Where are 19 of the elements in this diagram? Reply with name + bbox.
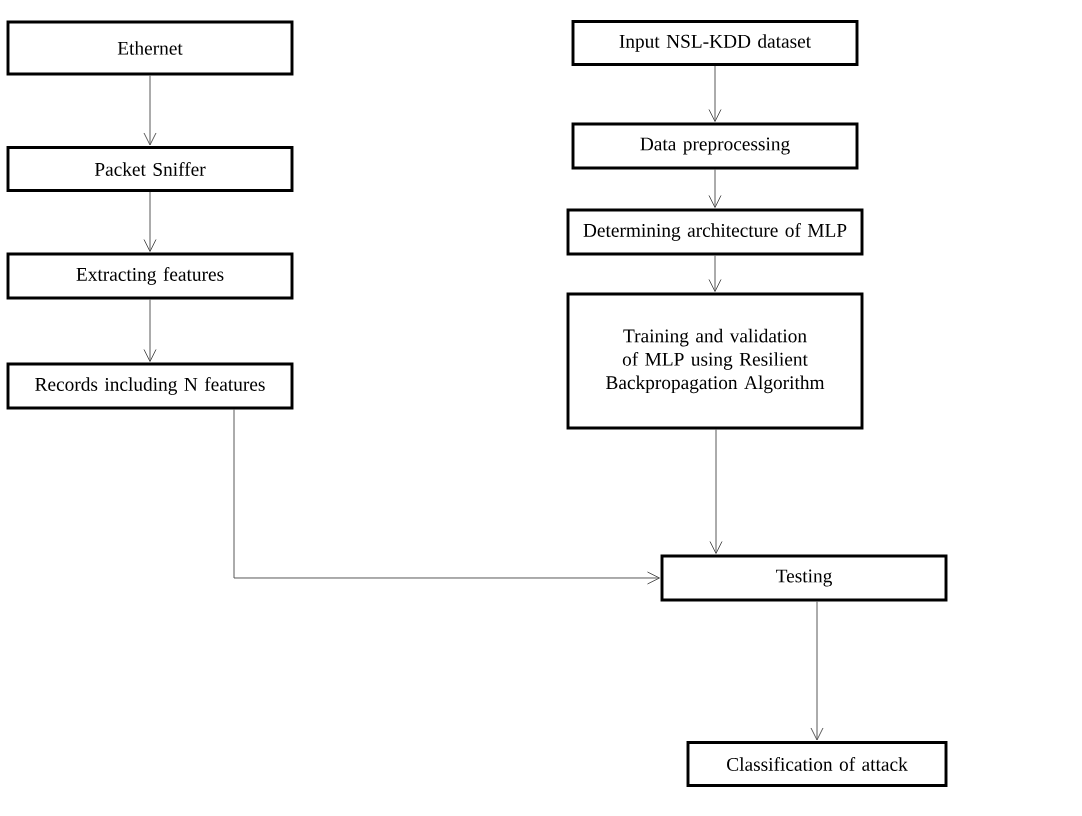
- process-box: Determining architecture of MLP: [566, 208, 864, 256]
- arrow: [708, 65, 722, 122]
- arrow: [143, 75, 157, 146]
- arrow: [143, 299, 157, 362]
- process-box: Testing: [660, 554, 948, 602]
- process-box: Records including N features: [6, 362, 294, 410]
- arrow: [810, 601, 824, 741]
- arrow: [143, 191, 157, 252]
- arrow: [708, 255, 722, 292]
- process-box: Training and validation of MLP using Resilient Backpropagation Algorithm: [566, 292, 864, 430]
- process-box: Classification of attack: [686, 741, 948, 787]
- arrow: [709, 429, 723, 554]
- process-box: Extracting features: [6, 252, 294, 300]
- arrow: [708, 169, 722, 208]
- process-box: Data preprocessing: [571, 122, 859, 170]
- process-box: Packet Sniffer: [6, 146, 294, 192]
- process-box: Ethernet: [6, 20, 294, 76]
- process-box: Input NSL-KDD dataset: [571, 20, 859, 66]
- arrow: [233, 409, 660, 585]
